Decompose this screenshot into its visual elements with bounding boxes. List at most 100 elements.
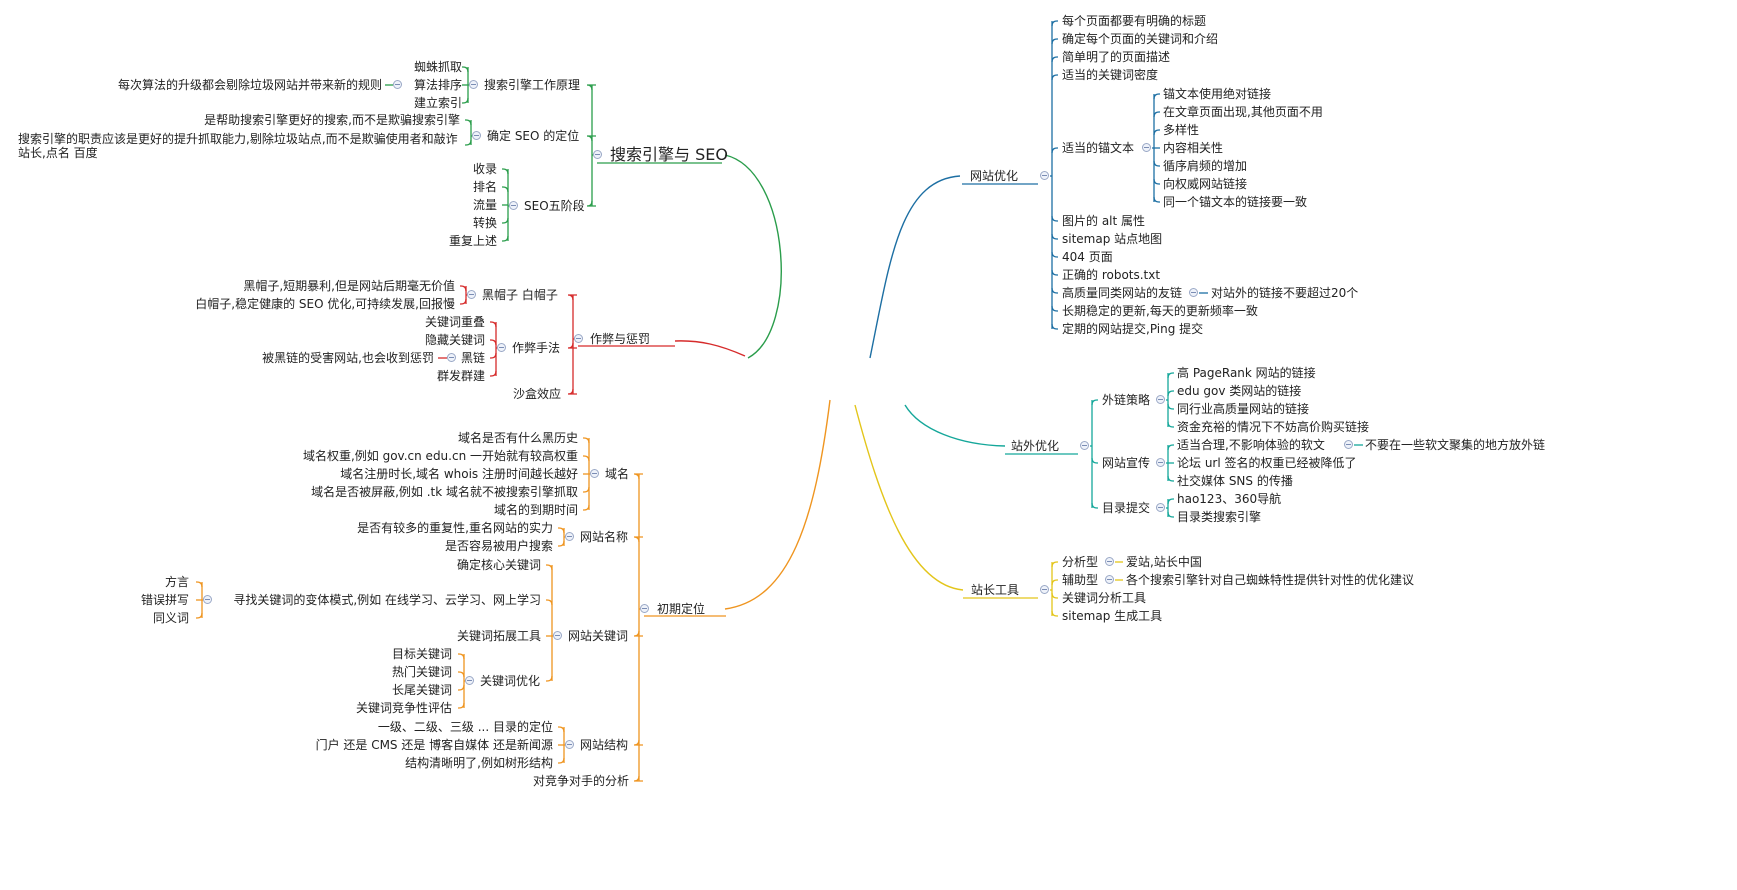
link-b1c2-b <box>502 186 509 193</box>
link-b4d-b <box>1051 74 1058 81</box>
node-b5b3: 社交媒体 SNS 的传播 <box>1177 474 1293 488</box>
link-b5b1-b <box>1167 444 1174 451</box>
link-b1b-b <box>586 135 596 142</box>
node-b2b1: 关键词重叠 <box>424 315 485 329</box>
collapse-b6b-icon[interactable] <box>1105 575 1114 584</box>
node-b2c: 沙盒效应 <box>512 387 561 401</box>
collapse-b5-icon[interactable] <box>1080 441 1089 450</box>
link-b6b-b <box>1051 579 1058 586</box>
node-b4i: 正确的 robots.txt <box>1062 268 1161 282</box>
collapse-b1c-icon[interactable] <box>509 201 518 210</box>
node-b3c2a: 方言 <box>164 575 189 589</box>
link-b4e7-b <box>1153 196 1160 203</box>
link-b4b-b <box>1051 38 1058 45</box>
link-b5c-b <box>1091 502 1098 509</box>
link-b4e-b <box>1051 147 1058 154</box>
collapse-b4j-icon[interactable] <box>1189 288 1198 297</box>
collapse-b2b3-icon[interactable] <box>447 353 456 362</box>
collapse-b3c2-icon[interactable] <box>203 595 212 604</box>
node-b5b1a: 不要在一些软文聚集的地方放外链 <box>1365 438 1546 452</box>
collapse-b5c-icon[interactable] <box>1156 503 1165 512</box>
node-b1b1: 是帮助搜索引擎更好的搜索,而不是欺骗搜索引擎 <box>204 113 460 127</box>
link-b3a5-b <box>583 504 590 511</box>
link-b6c-b <box>1051 592 1058 599</box>
link-b4f-b <box>1051 215 1058 222</box>
collapse-b2-icon[interactable] <box>574 334 583 343</box>
collapse-b3b-icon[interactable] <box>565 532 574 541</box>
link-b1c4-b <box>502 217 509 224</box>
link-b1c1-b <box>502 168 509 175</box>
node-b1c4: 转换 <box>472 216 497 230</box>
link-b4j-b <box>1051 287 1058 294</box>
collapse-b5b-icon[interactable] <box>1156 458 1165 467</box>
link-b4c-b <box>1051 56 1058 63</box>
link-b1b2-b <box>465 139 472 146</box>
node-b5c: 目录提交 <box>1102 501 1151 515</box>
link-b3d1-b <box>558 726 565 733</box>
link-b3b1-b <box>558 527 565 534</box>
link-b2c-b <box>567 388 577 395</box>
node-b3a: 域名 <box>605 467 630 481</box>
node-b2b: 作弊手法 <box>512 341 561 355</box>
collapse-b3a-icon[interactable] <box>590 469 599 478</box>
node-b2a: 黑帽子 白帽子 <box>482 288 558 302</box>
node-b4j1: 对站外的链接不要超过20个 <box>1211 286 1359 300</box>
link-b2a-b <box>567 294 577 301</box>
link-b3e-b <box>633 775 643 782</box>
link-b3b-b <box>633 536 643 543</box>
node-b4e7: 同一个锚文本的链接要一致 <box>1163 195 1308 209</box>
collapse-b1a2-icon[interactable] <box>393 80 402 89</box>
link-b3c2c-b <box>196 612 203 619</box>
node-b6: 站长工具 <box>971 583 1020 597</box>
link-b5a2-b <box>1167 390 1174 397</box>
node-b3e: 对竞争对手的分析 <box>532 774 629 788</box>
node-b2b3: 黑链 <box>460 351 485 365</box>
node-b4e1: 锚文本使用绝对链接 <box>1163 87 1272 101</box>
collapse-b3c-icon[interactable] <box>553 631 562 640</box>
collapse-b6-icon[interactable] <box>1040 585 1049 594</box>
node-b1a3: 建立索引 <box>413 96 462 110</box>
node-b4l: 定期的网站提交,Ping 提交 <box>1062 322 1204 336</box>
node-b3a5: 域名的到期时间 <box>493 503 578 517</box>
collapse-b5b1-icon[interactable] <box>1344 440 1353 449</box>
collapse-b3d-icon[interactable] <box>565 740 574 749</box>
node-b1a2a: 每次算法的升级都会剔除垃圾网站并带来新的规则 <box>117 78 382 92</box>
node-b4: 网站优化 <box>970 169 1019 183</box>
link-b4e3-b <box>1153 129 1160 136</box>
node-b5c1: hao123、360导航 <box>1177 492 1282 506</box>
node-b3c4b: 热门关键词 <box>391 665 452 679</box>
collapse-b4-icon[interactable] <box>1040 171 1049 180</box>
node-b4e3: 多样性 <box>1163 123 1200 137</box>
link-b3c-b <box>633 630 643 637</box>
node-b3c4c: 长尾关键词 <box>391 683 452 697</box>
link-b4 <box>869 175 961 359</box>
collapse-b2b-icon[interactable] <box>497 343 506 352</box>
collapse-b4e-icon[interactable] <box>1142 143 1151 152</box>
link-b6d-b <box>1051 610 1058 617</box>
collapse-b1-icon[interactable] <box>593 150 602 159</box>
collapse-b1a-icon[interactable] <box>469 80 478 89</box>
collapse-b1b-icon[interactable] <box>472 131 481 140</box>
node-b3d3: 结构清晰明了,例如树形结构 <box>405 756 553 770</box>
collapse-b5a-icon[interactable] <box>1156 395 1165 404</box>
collapse-b3c4-icon[interactable] <box>465 676 474 685</box>
collapse-b6a-icon[interactable] <box>1105 557 1114 566</box>
node-b3d: 网站结构 <box>580 738 629 752</box>
link-b4e6-b <box>1153 178 1160 185</box>
link-b5b-b <box>1091 457 1098 464</box>
link-b3d-b <box>633 739 643 746</box>
node-b4f: 图片的 alt 属性 <box>1062 214 1146 228</box>
node-b2: 作弊与惩罚 <box>590 332 651 346</box>
node-b5a: 外链策略 <box>1102 393 1151 407</box>
collapse-b3-icon[interactable] <box>640 604 649 613</box>
link-b2b-b <box>567 342 577 349</box>
node-b3b1: 是否有较多的重复性,重名网站的实力 <box>357 521 553 535</box>
node-b6b1: 各个搜索引擎针对自己蜘蛛特性提供针对性的优化建议 <box>1126 573 1415 587</box>
node-b3a4: 域名是否被屏蔽,例如 .tk 域名就不被搜索引擎抓取 <box>311 485 578 499</box>
link-b3a4-b <box>583 486 590 493</box>
collapse-b2a-icon[interactable] <box>467 290 476 299</box>
node-b4a: 每个页面都要有明确的标题 <box>1062 14 1207 28</box>
link-b2b3-b <box>490 352 497 359</box>
node-b2b4: 群发群建 <box>436 369 485 383</box>
